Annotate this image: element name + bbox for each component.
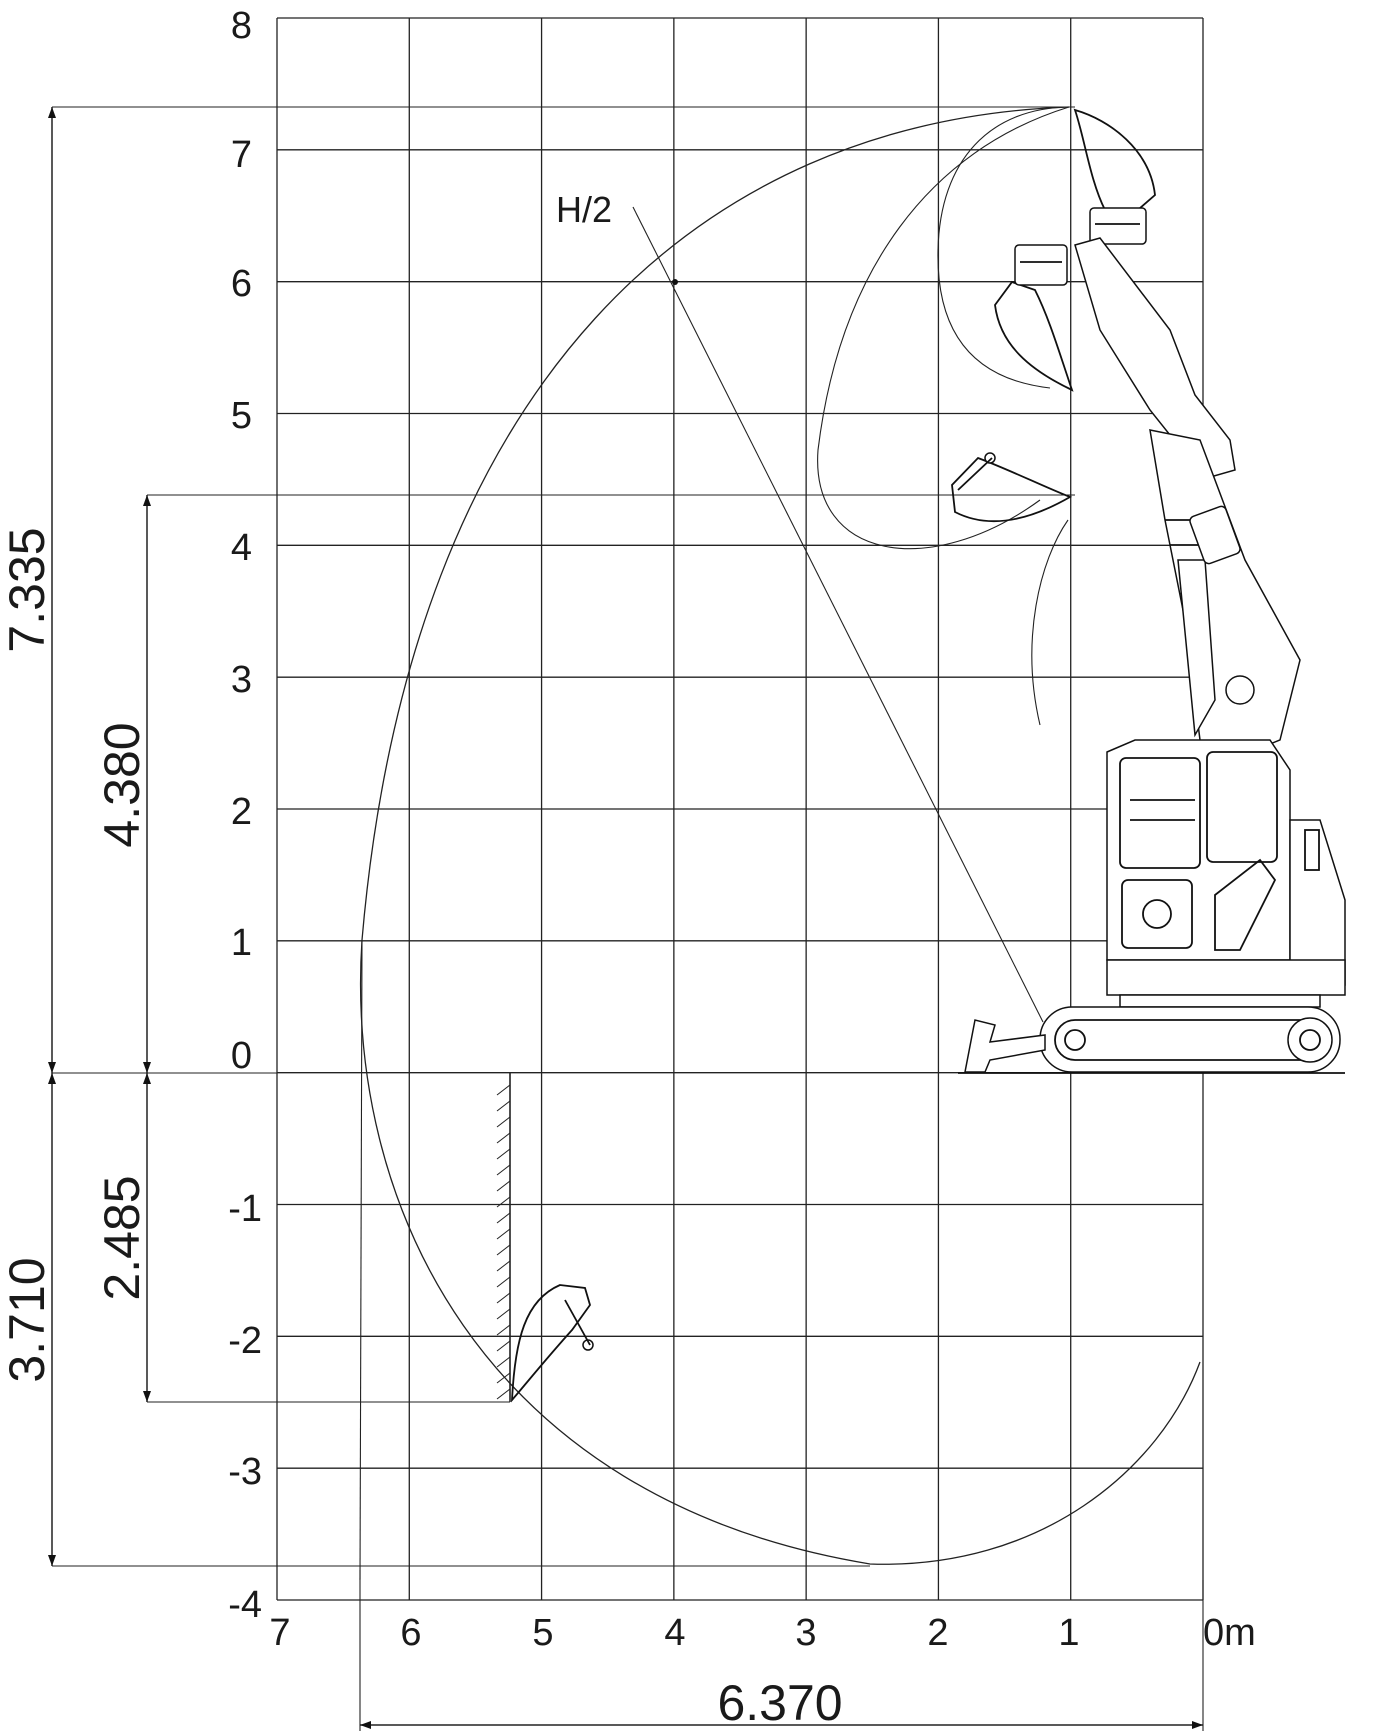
y-tick-6: 6 — [231, 263, 252, 305]
vertical-wall — [496, 1073, 511, 1402]
x-tick-0m: 0m — [1203, 1612, 1256, 1654]
wall-hatch — [496, 1116, 511, 1128]
bucket-mid — [951, 452, 1073, 523]
y-tick-0: 0 — [231, 1035, 252, 1077]
x-axis-labels: 7 6 5 4 3 2 1 0m — [269, 1612, 1255, 1654]
wall-hatch — [496, 1212, 511, 1224]
y-tick-2: 2 — [231, 791, 252, 833]
y-tick-8: 8 — [231, 5, 252, 47]
x-tick-2: 2 — [927, 1612, 948, 1654]
dozer-blade — [964, 1019, 1046, 1073]
y-axis-labels: 8 7 6 5 4 3 2 1 0 -1 -2 -3 -4 — [228, 5, 262, 1626]
wall-hatch — [496, 1132, 511, 1144]
bucket-deep — [510, 1284, 594, 1403]
x-tick-5: 5 — [532, 1612, 553, 1654]
wall-hatch — [496, 1260, 511, 1272]
y-tick-1: 1 — [231, 922, 252, 964]
wall-hatch — [496, 1180, 511, 1192]
max-dig-depth-value: 3.710 — [0, 1257, 55, 1382]
dimension-lines: 7.335 4.380 3.710 2.485 6.370 — [0, 106, 1204, 1731]
wall-hatch — [496, 1356, 511, 1368]
wall-hatch — [496, 1340, 511, 1352]
bucket-top — [994, 244, 1074, 392]
wall-hatch — [496, 1084, 511, 1096]
wall-hatch — [496, 1244, 511, 1256]
y-tick-7: 7 — [231, 134, 252, 176]
wall-hatch — [496, 1276, 511, 1288]
max-reach-value: 6.370 — [717, 1675, 842, 1731]
grid — [276, 17, 1204, 1601]
wall-hatch — [496, 1372, 511, 1384]
y-tick-m2: -2 — [228, 1320, 262, 1362]
wall-hatch — [496, 1148, 511, 1160]
dump-height-value: 4.380 — [94, 722, 150, 847]
wall-depth-value: 2.485 — [94, 1175, 150, 1300]
y-tick-3: 3 — [231, 659, 252, 701]
wall-hatch — [496, 1308, 511, 1320]
wall-hatch — [496, 1324, 511, 1336]
y-tick-m3: -3 — [228, 1451, 262, 1493]
x-tick-7: 7 — [269, 1612, 290, 1654]
y-tick-4: 4 — [231, 527, 252, 569]
wall-hatch — [496, 1292, 511, 1304]
x-tick-4: 4 — [664, 1612, 685, 1654]
half-height-marker: H/2 — [556, 189, 1044, 1023]
y-tick-m1: -1 — [228, 1188, 262, 1230]
wall-hatch — [496, 1228, 511, 1240]
wall-hatch — [496, 1164, 511, 1176]
x-tick-6: 6 — [400, 1612, 421, 1654]
wall-hatch — [496, 1196, 511, 1208]
wall-hatch — [496, 1100, 511, 1112]
y-tick-m4: -4 — [228, 1584, 262, 1626]
excavator — [958, 237, 1346, 1074]
bucket-curled — [1073, 108, 1156, 245]
max-height-value: 7.335 — [0, 527, 55, 652]
half-height-label: H/2 — [556, 189, 612, 230]
x-tick-1: 1 — [1058, 1612, 1079, 1654]
y-tick-5: 5 — [231, 395, 252, 437]
working-range-envelope — [359, 106, 1201, 1581]
x-tick-3: 3 — [795, 1612, 816, 1654]
wall-hatch — [496, 1388, 511, 1400]
